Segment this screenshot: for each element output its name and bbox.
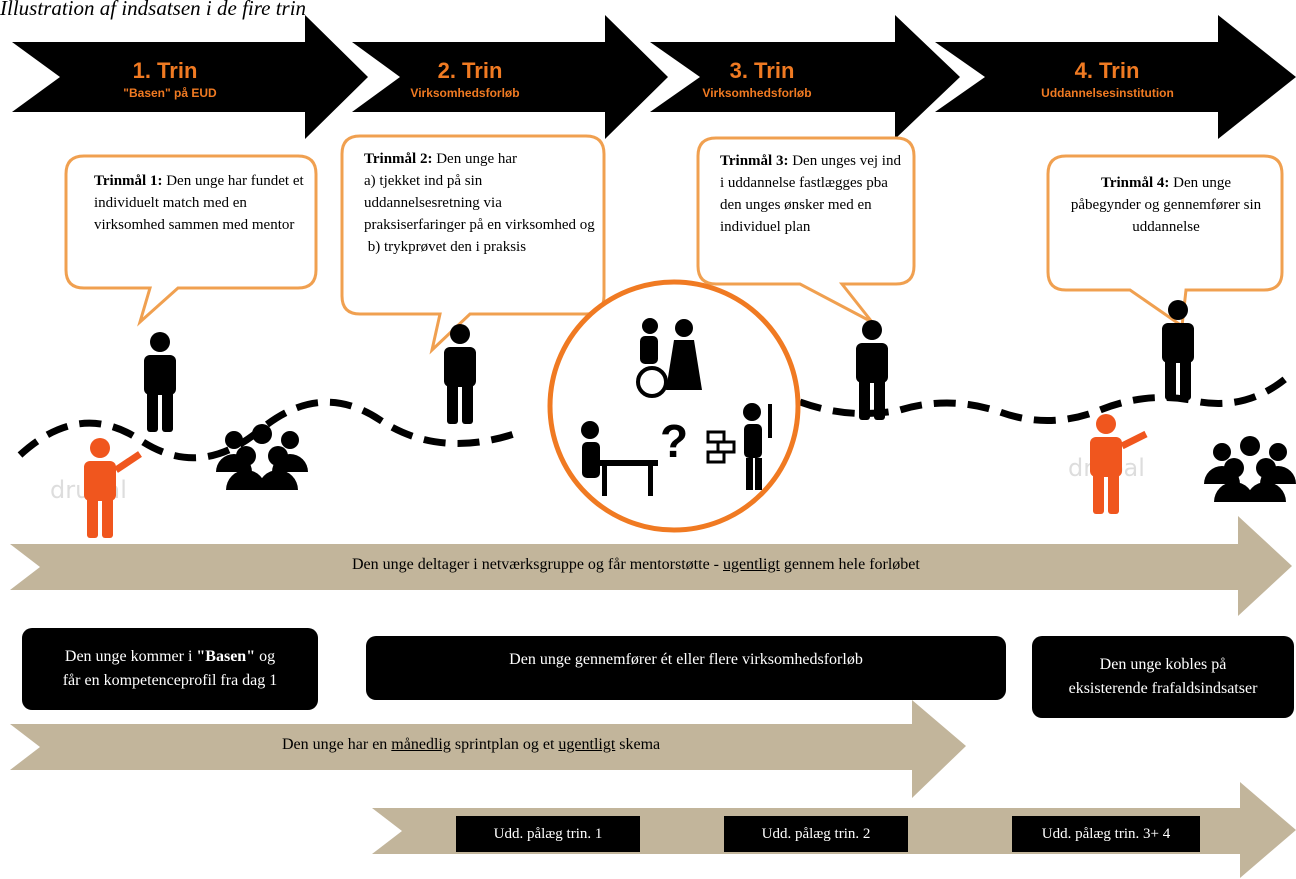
udd-label-2: Udd. pålæg trin. 2 [724,816,908,852]
carpenter-icon [581,421,599,439]
bubble-3-shape [696,136,916,324]
step-arrows [12,15,1296,139]
mentor-icon-2 [1090,414,1122,514]
basen-box: Den unge kommer i "Basen" og får en komp… [22,628,318,710]
network-band [10,516,1292,616]
wheelchair-person-icon [642,318,658,334]
bricks-icon [706,430,736,464]
group-icon-1 [216,424,308,490]
step-3-title: 3. Trin [729,58,795,83]
person-icon-3 [856,320,888,420]
udd-label-1: Udd. pålæg trin. 1 [456,816,640,852]
step-arrow-4 [935,15,1296,139]
step-arrow-1 [12,15,368,139]
step-arrow-3 [650,15,960,139]
mason-icon [743,403,761,421]
bubble-1-text: Trinmål 1: Den unge har fundet et indivi… [94,173,304,233]
bubble-4-text: Trinmål 4: Den unge påbegynder og gennem… [1070,175,1262,235]
bubble-1-shape [64,154,318,327]
speech-bubbles [64,134,1284,355]
step-2-subtitle: Virksomhedsforløb [410,86,520,100]
bubble-3-text: Trinmål 3: Den unges vej ind i uddannels… [720,153,901,235]
step-4-subtitle: Uddannelsesinstitution [1041,86,1174,100]
step-3-subtitle: Virksomhedsforløb [702,86,812,100]
options-circle [547,279,801,533]
person-icon-2 [444,324,476,424]
carer-icon [675,319,693,337]
group-icon-2 [1204,436,1296,502]
step-4-title: 4. Trin [1074,58,1140,83]
sprint-band [10,700,966,798]
question-mark: ? [660,415,689,467]
sprint-band-text: Den unge har en månedlig sprintplan og e… [282,736,661,753]
step-arrow-2 [352,15,668,139]
step-1-title: 1. Trin [132,58,198,83]
frafald-box: Den unge kobles på eksisterende frafalds… [1032,636,1294,718]
step-2-title: 2. Trin [437,58,503,83]
figure-caption: Illustration af indsatsen i de fire trin [0,0,307,20]
wheelchair-icon [636,366,668,398]
person-icon-1 [144,332,176,432]
network-band-text: Den unge deltager i netværksgruppe og få… [352,556,920,573]
bubble-2-text: Trinmål 2: Den unge har a) tjekket ind p… [364,151,595,255]
journey-path [17,372,1293,462]
udd-label-3: Udd. pålæg trin. 3+ 4 [1012,816,1200,852]
virksomhed-box: Den unge gennemfører ét eller flere virk… [366,636,1006,700]
step-1-subtitle: "Basen" på EUD [123,86,217,100]
mentor-icon-1 [84,438,116,538]
